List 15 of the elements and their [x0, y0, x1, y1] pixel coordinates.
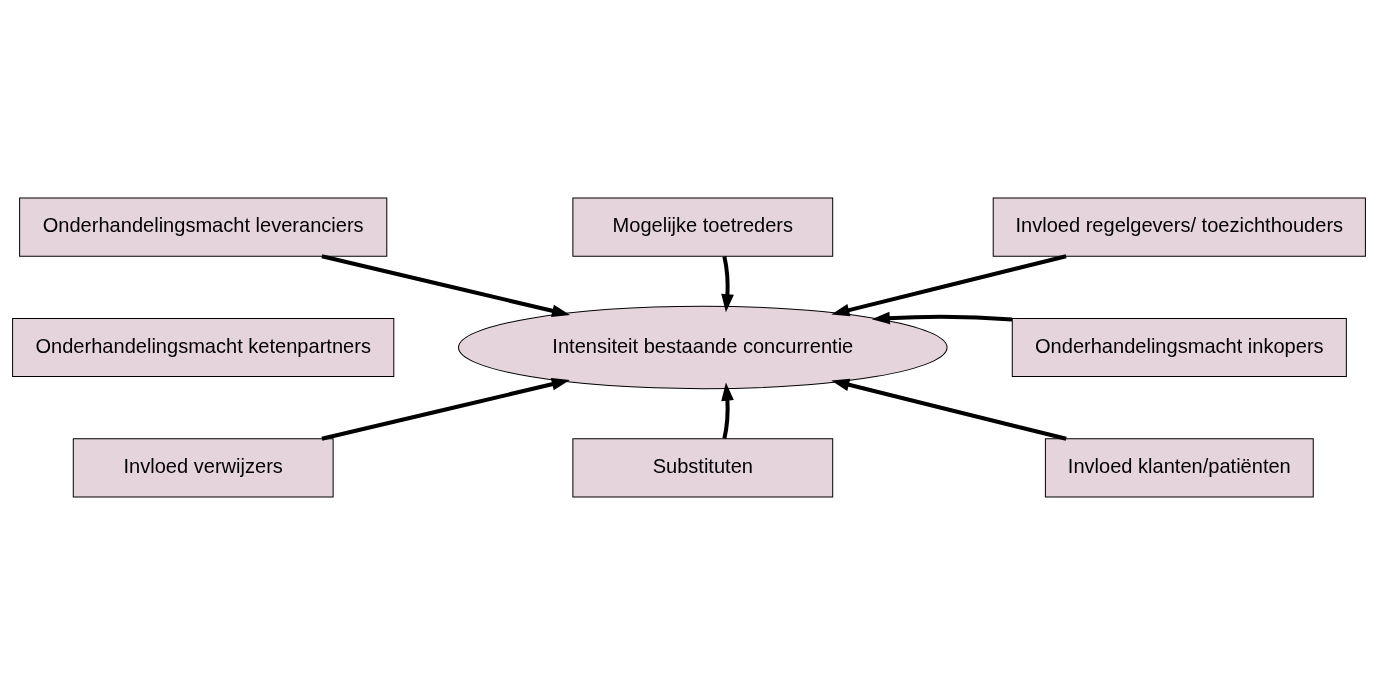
node-box: Invloed verwijzers	[72, 437, 334, 497]
node-box: Mogelijke toetreders	[572, 197, 834, 257]
node-box: Onderhandelingsmacht inkopers	[1011, 317, 1347, 377]
arrow	[721, 255, 734, 312]
node-box: Invloed klanten/patiënten	[1044, 437, 1314, 497]
node-box: Invloed regelgevers/ toezichthouders	[992, 197, 1366, 257]
node-box: Onderhandelingsmacht ketenpartners	[12, 317, 395, 377]
arrow	[721, 382, 734, 439]
arrow	[871, 311, 1013, 324]
arrow	[831, 378, 1067, 441]
node-box: Substituten	[572, 437, 834, 497]
arrow	[321, 377, 570, 441]
arrow	[321, 253, 571, 317]
node-box: Onderhandelingsmacht leveranciers	[19, 197, 388, 257]
arrow	[831, 253, 1067, 316]
